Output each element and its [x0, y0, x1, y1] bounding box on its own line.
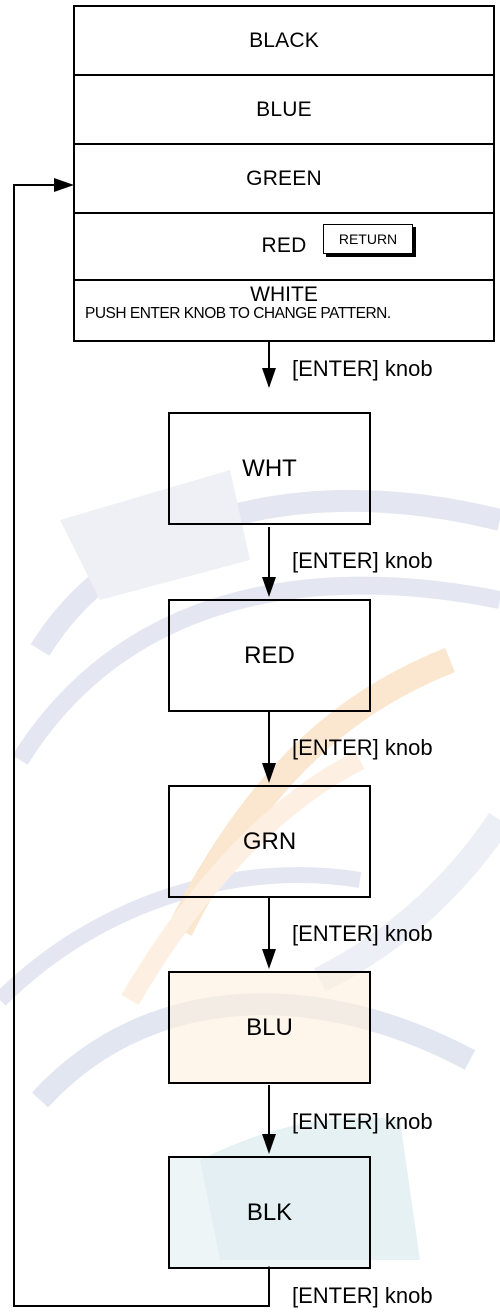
menu-item-red[interactable]: RED [75, 213, 493, 281]
menu-item-blue[interactable]: BLUE [75, 76, 493, 145]
transition-label: [ENTER] knob [292, 548, 433, 573]
menu-item-label: WHITE [250, 283, 318, 306]
step-box-wht: WHT [168, 412, 371, 525]
step-label: BLK [246, 1198, 293, 1226]
transition-label: [ENTER] knob [292, 1283, 433, 1308]
step-box-grn: GRN [168, 785, 371, 898]
menu-item-black[interactable]: BLACK [75, 7, 493, 76]
step-label: WHT [242, 454, 297, 482]
menu-item-white[interactable]: WHITE PUSH ENTER KNOB TO CHANGE PATTERN. [75, 281, 493, 340]
step-label: RED [244, 641, 295, 669]
step-box-red: RED [168, 599, 371, 712]
menu-item-label: RED [261, 234, 307, 257]
menu-item-label: BLACK [249, 28, 319, 52]
step-box-blk: BLK [168, 1156, 371, 1269]
menu-item-green[interactable]: GREEN [75, 145, 493, 214]
menu-item-label: GREEN [246, 166, 322, 190]
transition-label: [ENTER] knob [292, 356, 433, 381]
step-label: BLU [246, 1013, 293, 1041]
step-box-blu: BLU [168, 971, 371, 1084]
test-pattern-menu: BLACK BLUE GREEN RED WHITE PUSH ENTER KN… [73, 5, 495, 342]
return-button[interactable]: RETURN [323, 224, 413, 254]
transition-label: [ENTER] knob [292, 921, 433, 946]
menu-item-label: BLUE [256, 97, 312, 121]
transition-label: [ENTER] knob [292, 735, 433, 760]
transition-label: [ENTER] knob [292, 1109, 433, 1134]
step-label: GRN [242, 827, 297, 855]
menu-hint-text: PUSH ENTER KNOB TO CHANGE PATTERN. [85, 305, 391, 322]
